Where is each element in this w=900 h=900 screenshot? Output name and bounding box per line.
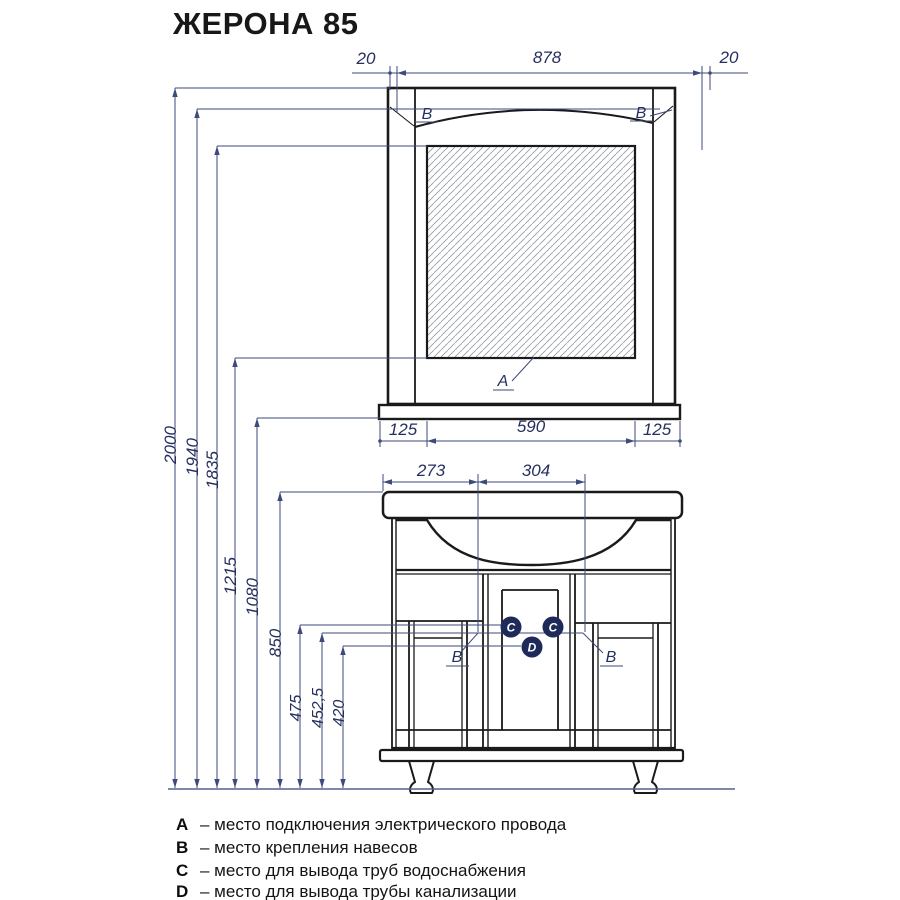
dim-h-420: 420 bbox=[331, 700, 348, 727]
marker-b-cabinet-left: B bbox=[452, 649, 463, 666]
marker-a-mirror: A bbox=[497, 373, 509, 390]
dim-top-878: 878 bbox=[533, 48, 562, 67]
washbasin-counter bbox=[381, 490, 684, 520]
dim-top-right-20: 20 bbox=[719, 48, 739, 67]
dim-h-2000: 2000 bbox=[161, 426, 180, 465]
legend-line-b: B– место крепления навесов bbox=[176, 838, 418, 857]
legend: A– место подключения электрического пров… bbox=[176, 815, 567, 900]
dimension-sink: 273 304 bbox=[382, 461, 586, 632]
vanity-drawing bbox=[168, 490, 735, 794]
sink-bowl-curve bbox=[396, 518, 671, 567]
dim-shelf-right-125: 125 bbox=[643, 420, 672, 439]
dimension-top-width: 20 878 20 bbox=[352, 48, 748, 150]
legend-line-a: A– место подключения электрического пров… bbox=[176, 815, 567, 834]
marker-b-cabinet-right: B bbox=[606, 649, 617, 666]
marker-d: D bbox=[528, 641, 537, 655]
mirror-drawing bbox=[377, 86, 682, 421]
water-outlet-circle-left bbox=[500, 616, 522, 638]
marker-b-mirror-left: B bbox=[422, 106, 433, 123]
dim-h-1835: 1835 bbox=[203, 451, 222, 489]
dim-shelf-left-125: 125 bbox=[389, 420, 418, 439]
mirror-corner-joint-right bbox=[653, 105, 674, 123]
dim-h-1080: 1080 bbox=[243, 578, 262, 616]
dim-h-1215: 1215 bbox=[221, 557, 240, 595]
marker-b-mirror-right: B bbox=[636, 105, 647, 122]
cabinet-markers: B B C C D bbox=[446, 616, 623, 667]
drain-outlet-circle bbox=[521, 636, 543, 658]
dim-top-left-20: 20 bbox=[356, 49, 376, 68]
mirror-shelf bbox=[377, 403, 682, 421]
right-leg bbox=[631, 760, 660, 794]
mirror-markers: B B A bbox=[415, 105, 673, 391]
dimension-shelf-width: 125 590 125 bbox=[378, 417, 682, 447]
mirror-corner-joint-left bbox=[389, 106, 415, 127]
dimension-heights: 2000 1940 1835 1215 1080 850 bbox=[161, 87, 660, 788]
dim-h-1940: 1940 bbox=[183, 438, 202, 476]
legend-line-d: D– место для вывода трубы канализации bbox=[176, 882, 517, 900]
dim-shelf-590: 590 bbox=[517, 417, 546, 436]
legend-line-c: C– место для вывода труб водоснабжения bbox=[176, 861, 526, 880]
dim-h-452-5: 452,5 bbox=[310, 688, 327, 728]
dim-sink-304: 304 bbox=[522, 461, 550, 480]
left-leg bbox=[407, 760, 436, 794]
page-title: ЖЕРОНА 85 bbox=[172, 6, 358, 41]
dim-sink-273: 273 bbox=[416, 461, 446, 480]
plinth bbox=[378, 748, 685, 763]
marker-c-left: C bbox=[507, 621, 516, 635]
dim-h-475: 475 bbox=[288, 695, 305, 722]
marker-c-right: C bbox=[549, 621, 558, 635]
water-outlet-circle-right bbox=[542, 616, 564, 638]
mirror-arch bbox=[414, 108, 654, 128]
dim-h-850: 850 bbox=[266, 628, 285, 657]
mirror-glass-hatched bbox=[425, 144, 637, 360]
